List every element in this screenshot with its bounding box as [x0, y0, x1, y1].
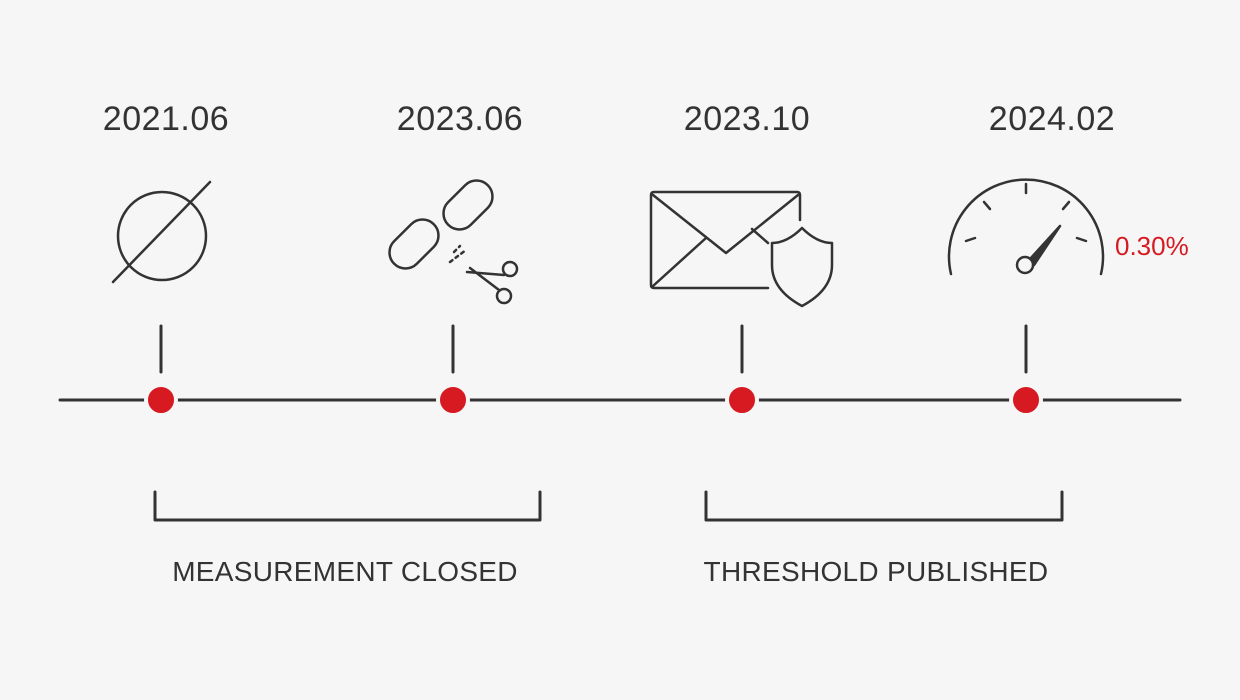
milestone-dot-3	[725, 383, 759, 417]
milestone-date-2: 2023.06	[396, 100, 524, 138]
milestone-dot-4	[1009, 383, 1043, 417]
milestone-date-1: 2021.06	[102, 100, 230, 138]
cut-link-icon	[388, 179, 519, 305]
milestone-date-3: 2023.10	[683, 100, 811, 138]
bracket-label-measurement: MEASUREMENT CLOSED	[172, 556, 518, 587]
empty-set-icon	[111, 180, 212, 284]
bracket-measurement	[153, 490, 542, 522]
gauge-icon	[947, 178, 1105, 276]
mail-shield-icon	[649, 190, 834, 308]
bracket-threshold	[704, 490, 1064, 522]
milestone-dot-1	[144, 383, 178, 417]
gauge-value: 0.30%	[1115, 231, 1189, 261]
bracket-label-threshold: THRESHOLD PUBLISHED	[703, 556, 1049, 587]
milestone-date-4: 2024.02	[988, 100, 1116, 138]
milestone-dot-2	[436, 383, 470, 417]
